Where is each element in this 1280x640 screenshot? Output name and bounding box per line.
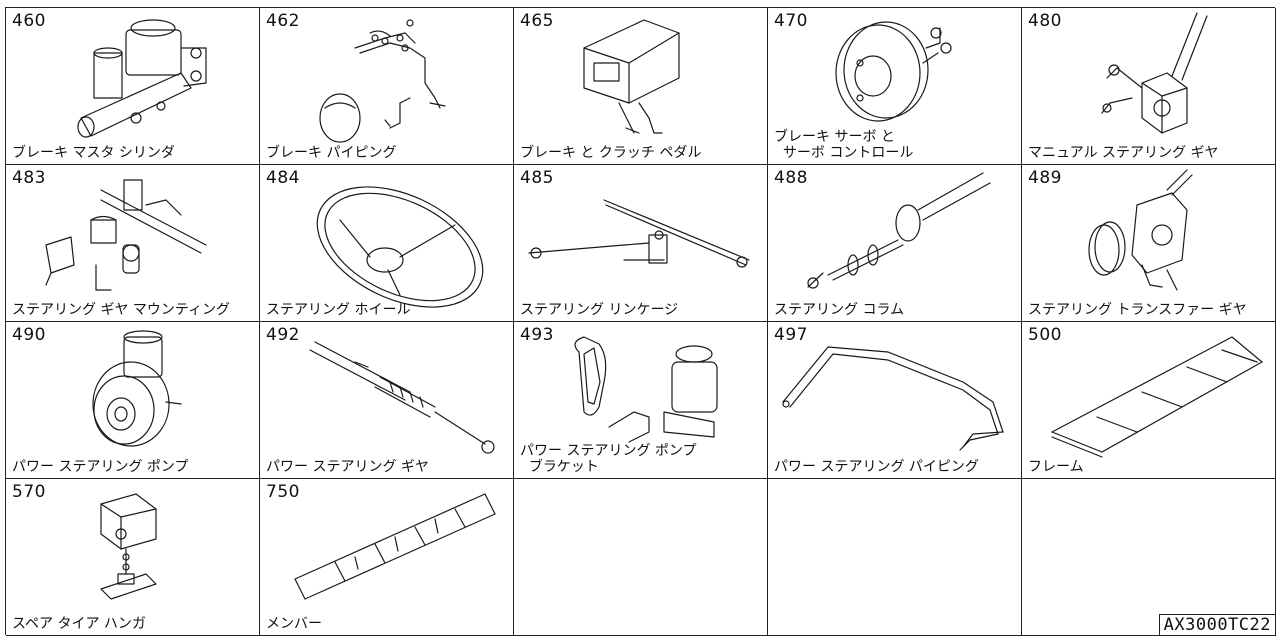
power-steering-pump-illustration	[92, 330, 182, 447]
frame-illustration	[1051, 336, 1263, 458]
part-cell-492[interactable]: 492 パワー ステアリング ギヤ	[260, 322, 514, 479]
steering-wheel-illustration	[316, 186, 484, 308]
part-name: パワー ステアリング パイピング	[774, 459, 979, 475]
power-steering-pump-bracket-illustration	[574, 336, 718, 443]
part-number: 492	[266, 325, 300, 345]
part-cell-497[interactable]: 497 パワー ステアリング パイピング	[768, 322, 1022, 479]
brake-servo-illustration	[835, 21, 952, 122]
part-name: メンバー	[266, 616, 322, 632]
part-cell-465[interactable]: 465 ブレーキ と クラッチ ペダル	[514, 8, 768, 165]
part-number: 489	[1028, 168, 1062, 188]
part-number: 493	[520, 325, 554, 345]
part-number: 483	[12, 168, 46, 188]
empty-cell	[514, 479, 768, 636]
part-name: ステアリング コラム	[774, 302, 905, 318]
part-number: 460	[12, 11, 46, 31]
part-name: ステアリング トランスファー ギヤ	[1028, 302, 1247, 318]
part-cell-750[interactable]: 750 メンバー	[260, 479, 514, 636]
spare-tire-hanger-illustration	[100, 493, 157, 600]
empty-cell	[768, 479, 1022, 636]
part-cell-488[interactable]: 488 ステアリング コラム	[768, 165, 1022, 322]
power-steering-piping-illustration	[782, 346, 1004, 451]
part-name: ステアリング ホイール	[266, 302, 411, 318]
part-cell-500[interactable]: 500 フレーム	[1022, 322, 1276, 479]
catalog-code: AX3000TC22	[1158, 614, 1276, 636]
part-name: フレーム	[1028, 459, 1084, 475]
part-cell-460[interactable]: 460 ブレーキ マスタ シリンダ	[6, 8, 260, 165]
part-name: スペア タイア ハンガ	[12, 616, 146, 632]
part-cell-462[interactable]: 462 ブレーキ パイピング	[260, 8, 514, 165]
part-name: ステアリング リンケージ	[520, 302, 679, 318]
brake-piping-illustration	[319, 19, 446, 143]
part-cell-490[interactable]: 490 パワー ステアリング ポンプ	[6, 322, 260, 479]
part-number: 462	[266, 11, 300, 31]
part-cell-480[interactable]: 480 マニュアル ステアリング ギヤ	[1022, 8, 1276, 165]
part-cell-489[interactable]: 489 ステアリング トランスファー ギヤ	[1022, 165, 1276, 322]
part-number: 570	[12, 482, 46, 502]
part-cell-483[interactable]: 483 ステアリング ギヤ マウンティング	[6, 165, 260, 322]
part-name: マニュアル ステアリング ギヤ	[1028, 145, 1219, 161]
steering-gear-mounting-illustration	[45, 179, 207, 291]
part-cell-570[interactable]: 570 スペア タイア ハンガ	[6, 479, 260, 636]
parts-grid: 460 ブレーキ マスタ シリンダ 462 ブレーキ パイピング 465	[5, 7, 1276, 636]
part-cell-485[interactable]: 485 ステアリング リンケージ	[514, 165, 768, 322]
part-name: ブレーキ と クラッチ ペダル	[520, 145, 702, 161]
power-steering-gear-illustration	[309, 341, 495, 454]
part-number: 500	[1028, 325, 1062, 345]
part-number: 490	[12, 325, 46, 345]
part-cell-493[interactable]: 493 パワー ステアリング ポンプ ブラケット	[514, 322, 768, 479]
part-name: ブレーキ サーボ と サーボ コントロール	[774, 129, 914, 161]
brake-clutch-pedal-illustration	[583, 19, 680, 134]
manual-steering-gear-illustration	[1101, 12, 1208, 134]
part-number: 488	[774, 168, 808, 188]
part-name: ブレーキ マスタ シリンダ	[12, 145, 175, 161]
steering-linkage-illustration	[528, 199, 750, 268]
member-illustration	[294, 493, 496, 600]
part-name: ステアリング ギヤ マウンティング	[12, 302, 231, 318]
part-number: 465	[520, 11, 554, 31]
brake-master-cylinder-illustration	[77, 19, 207, 138]
part-name: パワー ステアリング ギヤ	[266, 459, 429, 475]
part-cell-484[interactable]: 484 ステアリング ホイール	[260, 165, 514, 322]
part-number: 750	[266, 482, 300, 502]
part-name: パワー ステアリング ポンプ ブラケット	[520, 443, 697, 475]
part-number: 497	[774, 325, 808, 345]
part-cell-470[interactable]: 470 ブレーキ サーボ と サーボ コントロール	[768, 8, 1022, 165]
steering-column-illustration	[807, 172, 991, 289]
part-name: ブレーキ パイピング	[266, 145, 397, 161]
part-number: 470	[774, 11, 808, 31]
part-name: パワー ステアリング ポンプ	[12, 459, 189, 475]
part-number: 484	[266, 168, 300, 188]
empty-cell	[1022, 479, 1276, 636]
steering-transfer-gear-illustration	[1088, 169, 1193, 291]
part-number: 480	[1028, 11, 1062, 31]
part-number: 485	[520, 168, 554, 188]
